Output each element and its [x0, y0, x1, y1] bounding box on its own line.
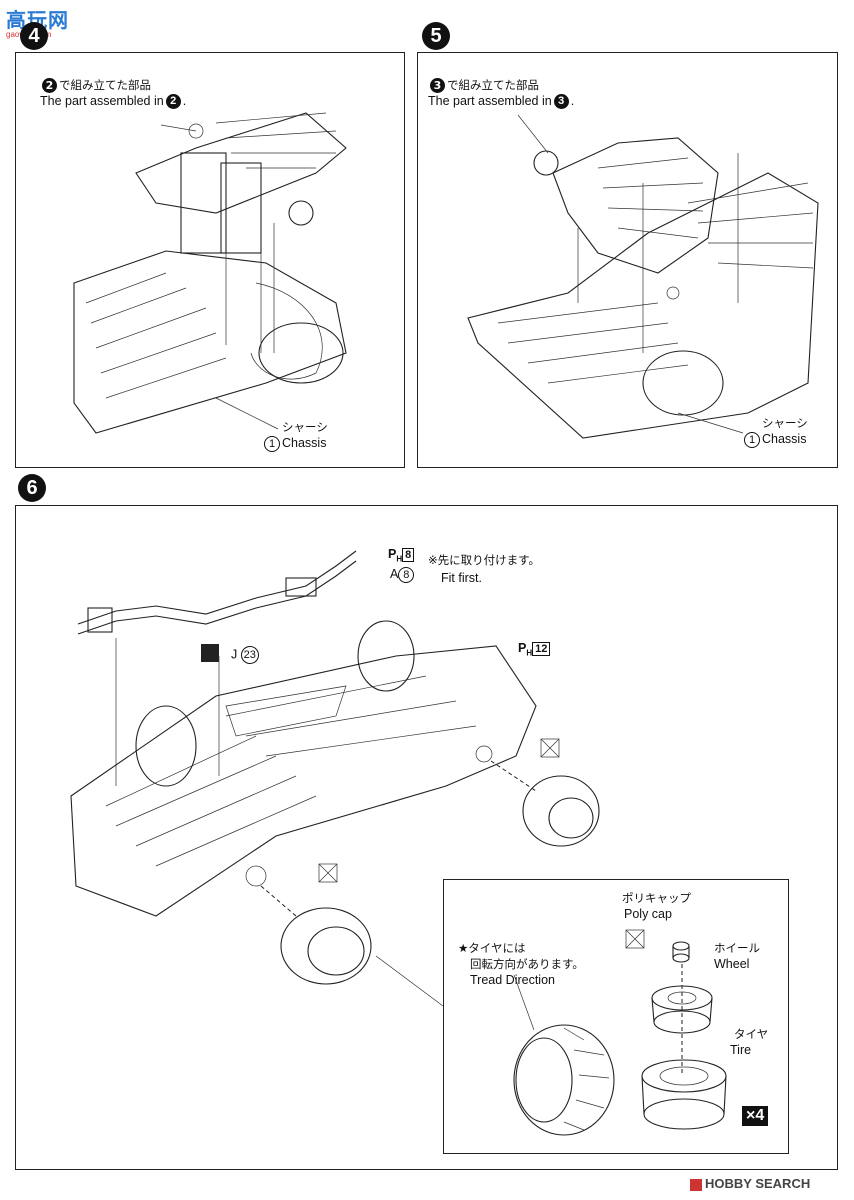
step-5-jp-label: で組み立てた部品: [447, 78, 539, 92]
step-ref-icon: 3: [553, 94, 569, 110]
part-number-box: 12: [532, 641, 551, 656]
quantity-badge: ×4: [742, 1106, 769, 1126]
tread-jp-2: 回転方向があります。: [470, 957, 584, 971]
part-prefix: P: [518, 641, 527, 655]
step-5-chassis-jp: シャーシ: [762, 415, 808, 432]
step-ref-icon: 3: [430, 78, 445, 93]
step-5-drawing: [467, 114, 819, 439]
part-prefix: P: [388, 547, 397, 561]
part-prefix: J: [231, 647, 238, 662]
part-prefix: A: [390, 567, 399, 581]
tire-jp: タイヤ: [734, 1027, 769, 1041]
footer-brand: HOBBY SEARCH: [690, 1176, 810, 1191]
step-ref-icon: 2: [165, 94, 181, 110]
part-number-circle: 1: [744, 431, 760, 448]
fit-first-en: Fit first.: [441, 571, 482, 585]
step-4-jp-label: で組み立てた部品: [59, 78, 151, 92]
part-number-circle: 23: [240, 646, 259, 664]
cement-icon: [201, 644, 219, 662]
part-sub: H: [396, 554, 403, 564]
polycap-jp: ポリキャップ: [622, 891, 691, 905]
step-4-drawing: [73, 112, 347, 434]
step-6-drawing: [70, 550, 600, 1007]
chassis-en-label: Chassis: [762, 432, 807, 446]
step-4-en-label: The part assembled in: [40, 94, 164, 108]
part-number-circle: 1: [264, 435, 280, 452]
step-4-chassis-jp: シャーシ: [282, 419, 328, 436]
brand-text: HOBBY SEARCH: [705, 1176, 811, 1191]
tire-inset-box: ポリキャップ Poly cap ホイール Wheel タイヤ Tire ★タイヤ…: [443, 879, 789, 1154]
step-6-badge: 6: [18, 474, 46, 502]
part-j23-label: J 23: [231, 646, 261, 664]
chassis-en-label: Chassis: [282, 436, 327, 450]
part-number-box: 8: [402, 547, 415, 562]
wheel-jp: ホイール: [714, 941, 760, 955]
step-5-badge: 5: [422, 22, 450, 50]
chassis-jp-label: シャーシ: [762, 416, 808, 430]
part-sub: H: [526, 648, 533, 658]
polycap-en: Poly cap: [624, 907, 672, 921]
brand-logo-icon: [690, 1178, 702, 1191]
tire-inset-drawing: [513, 929, 727, 1136]
fit-first-jp: ※先に取り付けます。: [428, 553, 540, 567]
tread-en: Tread Direction: [470, 973, 555, 987]
step-ref-icon: 2: [42, 78, 57, 93]
tread-jp-1: ★タイヤには: [458, 941, 526, 955]
step-5-en-label: The part assembled in: [428, 94, 552, 108]
wheel-en: Wheel: [714, 957, 750, 971]
step-4-badge: 4: [20, 22, 48, 50]
tire-en: Tire: [730, 1043, 752, 1057]
part-number-circle: 8: [398, 566, 415, 583]
chassis-jp-label: シャーシ: [282, 420, 328, 434]
